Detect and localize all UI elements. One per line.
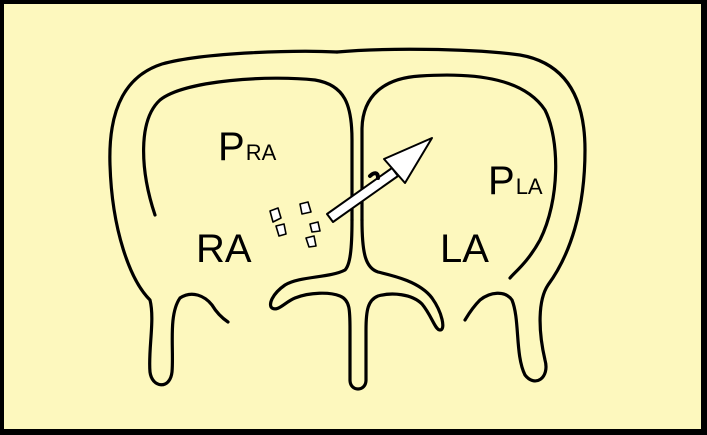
fragment-4 — [306, 236, 316, 247]
label-pla-main: P — [488, 159, 515, 203]
interatrial-septum — [271, 220, 443, 389]
label-la: LA — [440, 227, 489, 271]
chamber-labels: PRA PLA RA LA — [196, 125, 543, 271]
outer-wall-left — [110, 51, 337, 384]
septum-left-line — [271, 220, 443, 389]
shunt-arrow — [327, 138, 432, 222]
fragment-3 — [276, 224, 286, 236]
bubble-fragments — [270, 202, 320, 247]
label-ra: RA — [196, 227, 252, 271]
label-pra-main: P — [218, 125, 245, 169]
atrial-outline — [110, 49, 585, 384]
fragment-5 — [310, 222, 320, 232]
fragment-2 — [300, 202, 311, 214]
fragment-1 — [270, 208, 281, 222]
outer-wall-right — [337, 49, 585, 381]
label-pra-sub: RA — [246, 140, 277, 165]
septal-defect-mark — [370, 173, 378, 178]
label-pra: PRA — [218, 125, 277, 169]
label-pla: PLA — [488, 159, 543, 203]
label-pla-sub: LA — [516, 174, 543, 199]
